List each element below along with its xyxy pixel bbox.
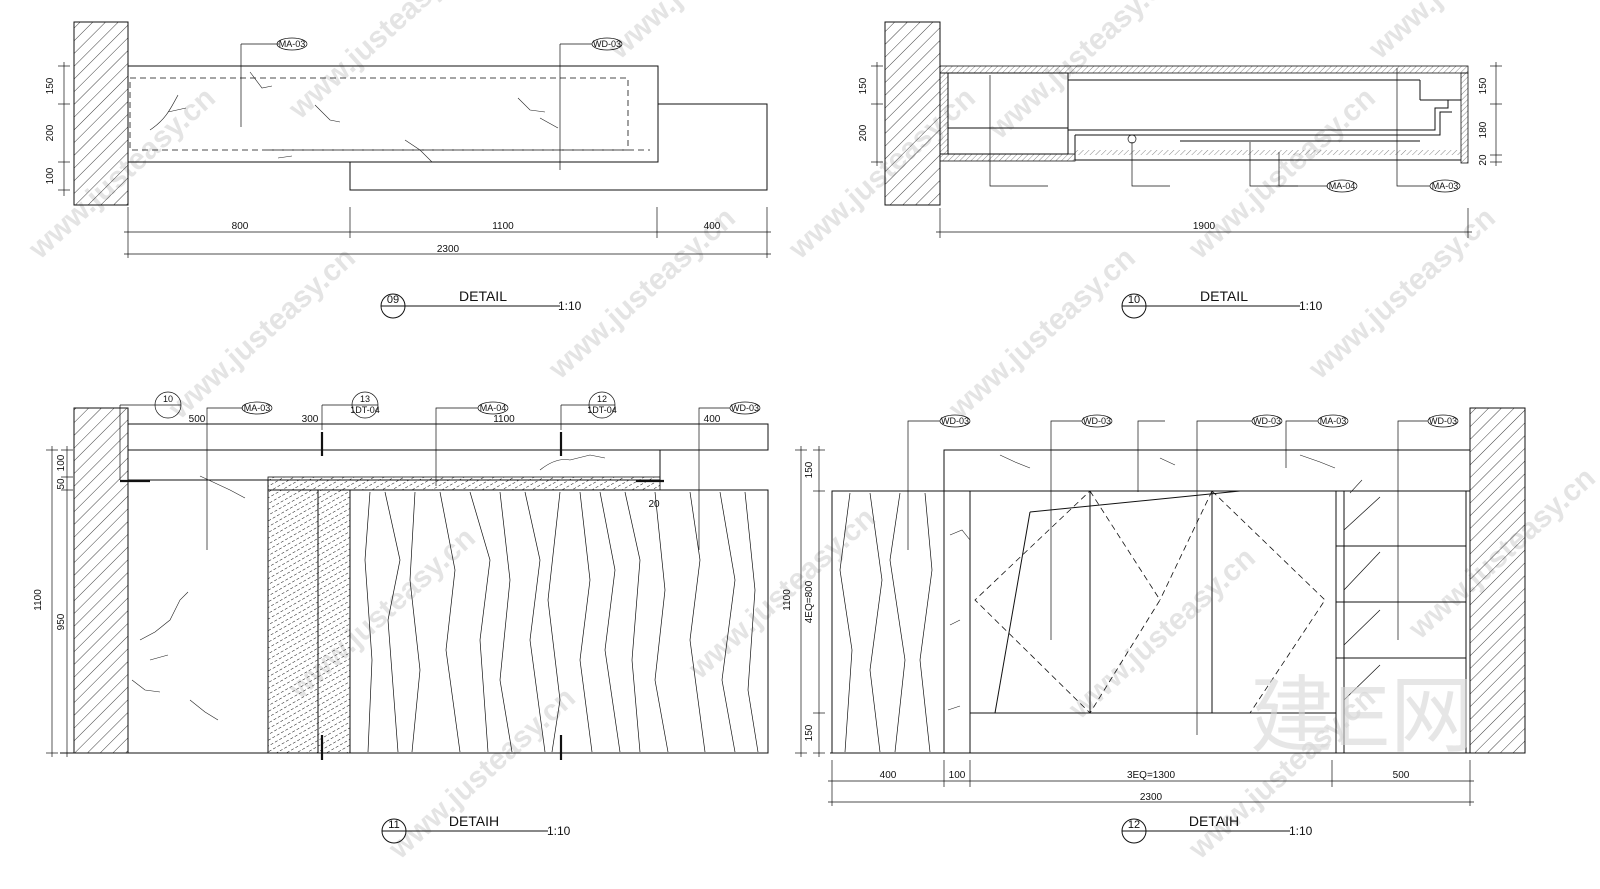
dim-v-100: 100 (56, 454, 67, 471)
tag-wd-03: WD-03 (1429, 416, 1457, 426)
wall-hatch (73, 21, 129, 206)
watermark-text: www.justeasy.cn (1302, 201, 1502, 386)
detail-09: MA-03 WD-03 150 200 100 800 1100 400 230… (45, 21, 771, 319)
dim-h-1100: 1100 (492, 221, 514, 232)
dim-h-3eq-1300: 3EQ=1300 (1127, 770, 1176, 781)
detail-12: WD-03 WD-03 WD-03 MA-03 WD-03 1100 150 4… (782, 407, 1526, 844)
detail-scale: 1:10 (558, 299, 582, 313)
watermark-text: www.justeasy.cn (782, 81, 982, 266)
dim-h-300: 300 (302, 414, 319, 425)
ref-bubble-10: 10 (163, 394, 173, 404)
note-20: 20 (648, 499, 660, 510)
dim-v-1100: 1100 (782, 589, 793, 611)
dim-h-400: 400 (704, 221, 721, 232)
dim-v-150: 150 (804, 724, 815, 741)
dim-v-200: 200 (45, 124, 56, 141)
tag-wd-03: WD-03 (1253, 416, 1281, 426)
watermark-text: www.justeasy.cn (602, 0, 802, 66)
dim-h-2300: 2300 (1140, 792, 1163, 803)
detail-title: DETAIH (449, 813, 499, 829)
detail-title: DETAIL (459, 288, 507, 304)
dim-v-180: 180 (1478, 121, 1489, 138)
tag-wd-03: WD-03 (1083, 416, 1111, 426)
detail-number: 12 (1128, 819, 1140, 831)
dim-h-1900: 1900 (1193, 221, 1216, 232)
dim-v-100: 100 (45, 167, 56, 184)
ref-sheet-12: 1DT-04 (587, 405, 617, 415)
tag-wd-03: WD-03 (593, 39, 621, 49)
dim-v-4eq-800: 4EQ=800 (804, 580, 815, 623)
watermark-text: www.justeasy.cn (162, 241, 362, 426)
dim-v-150: 150 (858, 77, 869, 94)
dim-h-400: 400 (704, 414, 721, 425)
wood-grain (364, 491, 759, 753)
tag-ma-03: MA-03 (1432, 181, 1459, 191)
detail-number: 11 (388, 819, 399, 831)
ref-sheet-13: 1DT-04 (350, 405, 380, 415)
tag-ma-03: MA-03 (1320, 416, 1347, 426)
dim-v-950: 950 (56, 613, 67, 630)
dim-h-500: 500 (189, 414, 206, 425)
ref-bubble-13: 13 (360, 394, 370, 404)
wall-hatch (1469, 407, 1526, 754)
detail-number: 09 (387, 294, 399, 306)
watermark-text: www.justeasy.cn (1062, 541, 1262, 726)
dim-v-20: 20 (1478, 154, 1489, 166)
detail-scale: 1:10 (1289, 824, 1313, 838)
detail-number: 10 (1128, 294, 1140, 306)
tag-wd-03: WD-03 (941, 416, 969, 426)
ref-bubble-12: 12 (597, 394, 607, 404)
detail-10: MA-04 MA-03 150 200 150 180 20 1900 10 D… (858, 21, 1502, 319)
wall-hatch (73, 407, 129, 754)
watermark-text: www.justeasy.cn (382, 681, 582, 866)
detail-title: DETAIH (1189, 813, 1239, 829)
dim-h-2300: 2300 (437, 244, 460, 255)
detail-title: DETAIL (1200, 288, 1248, 304)
tag-ma-03: MA-03 (244, 403, 271, 413)
watermark-text: www.justeasy.cn (1362, 0, 1562, 66)
detail-11: 10 13 1DT-04 12 1DT-04 MA-03 MA-04 WD-03… (33, 391, 769, 844)
dim-h-800: 800 (232, 221, 249, 232)
dim-v-1100: 1100 (33, 589, 44, 611)
dim-v-150: 150 (804, 461, 815, 478)
brand-watermark: 建E网 (1250, 669, 1474, 763)
tag-wd-03: WD-03 (731, 403, 759, 413)
dim-h-500: 500 (1393, 770, 1410, 781)
watermark-text: www.justeasy.cn (1182, 81, 1382, 266)
tag-ma-04: MA-04 (480, 403, 507, 413)
watermark-text: www.justeasy.cn (942, 241, 1142, 426)
dim-h-100: 100 (949, 770, 966, 781)
wall-hatch (884, 21, 941, 206)
dim-v-50: 50 (56, 478, 67, 490)
detail-scale: 1:10 (1299, 299, 1323, 313)
detail-scale: 1:10 (547, 824, 571, 838)
dim-v-200: 200 (858, 124, 869, 141)
tag-ma-04: MA-04 (1329, 181, 1356, 191)
dim-v-150: 150 (45, 77, 56, 94)
dim-v-150: 150 (1478, 77, 1489, 94)
watermark-text: www.justeasy.cn (282, 0, 482, 126)
tag-ma-03: MA-03 (279, 39, 306, 49)
dim-h-400: 400 (880, 770, 897, 781)
dim-h-1100: 1100 (493, 414, 515, 425)
